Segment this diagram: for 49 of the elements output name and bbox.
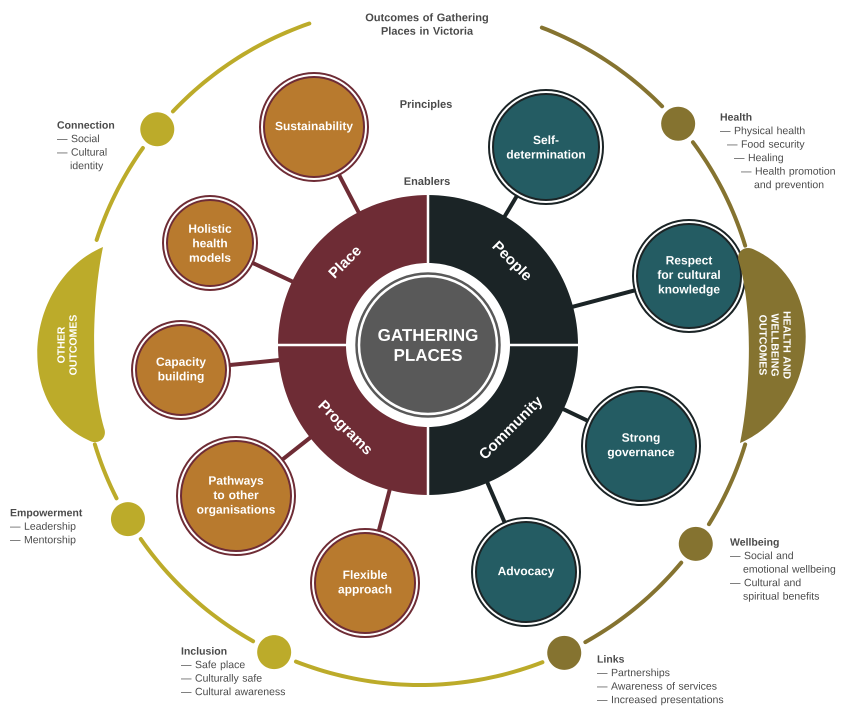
outcome-heading: Connection — [57, 121, 114, 129]
outcome-item: — Mentorship — [10, 536, 76, 546]
diagram-title: Outcomes of Gathering Places in Victoria — [366, 13, 488, 35]
outcome-heading: Wellbeing — [730, 538, 779, 548]
outcome-item: — Physical health — [720, 126, 805, 136]
outcome-item: — Health promotion and prevention — [741, 167, 835, 190]
outcome-item: — Social and emotional wellbeing — [730, 552, 836, 575]
outcome-item: — Healing — [734, 154, 783, 164]
connector-line — [376, 488, 392, 532]
outcome-item: — Safe place — [181, 660, 245, 670]
outcome-item: — Food security — [727, 140, 805, 150]
outcome-dot — [257, 635, 292, 670]
outcome-item: — Increased presentations — [597, 696, 724, 706]
outcome-dot — [547, 636, 582, 670]
connector-line — [336, 173, 361, 214]
ring-line — [94, 146, 145, 242]
ring-line — [690, 140, 748, 248]
tier-label: Principles — [400, 100, 452, 110]
outcome-item: — Cultural identity — [57, 148, 106, 172]
connector-line — [228, 358, 280, 368]
ring-line — [138, 537, 256, 644]
ring-line — [170, 22, 312, 114]
connector-line — [485, 481, 507, 524]
connector-line — [502, 194, 520, 218]
outcome-heading: Health — [720, 113, 752, 121]
outcome-item: — Awareness of services — [597, 682, 717, 690]
outcome-item: — Cultural awareness — [181, 688, 286, 696]
connector-line — [572, 288, 636, 309]
outcome-item: — Cultural and spiritual benefits — [730, 578, 820, 602]
ring-line — [294, 660, 544, 687]
ring-line — [706, 442, 748, 526]
outcome-heading: Empowerment — [10, 509, 82, 518]
outcome-item: — Partnerships — [597, 668, 670, 678]
outcome-heading: Links — [598, 655, 624, 663]
ring-line — [540, 26, 664, 108]
outcome-item: — Culturally safe — [181, 674, 262, 684]
outcome-item: — Leadership — [10, 522, 76, 532]
ring-line — [583, 560, 684, 644]
outcome-dot — [661, 106, 696, 141]
outcome-item: — Social — [57, 134, 99, 142]
connector-line — [280, 436, 312, 462]
outcome-dot — [140, 112, 174, 146]
tier-label: Enablers — [404, 176, 450, 186]
outcome-dot — [678, 526, 713, 561]
connector-line — [250, 260, 294, 284]
ring-line — [92, 442, 119, 500]
outcome-heading: Inclusion — [182, 647, 226, 655]
connector-line — [562, 407, 590, 423]
outcome-dot — [110, 502, 145, 536]
